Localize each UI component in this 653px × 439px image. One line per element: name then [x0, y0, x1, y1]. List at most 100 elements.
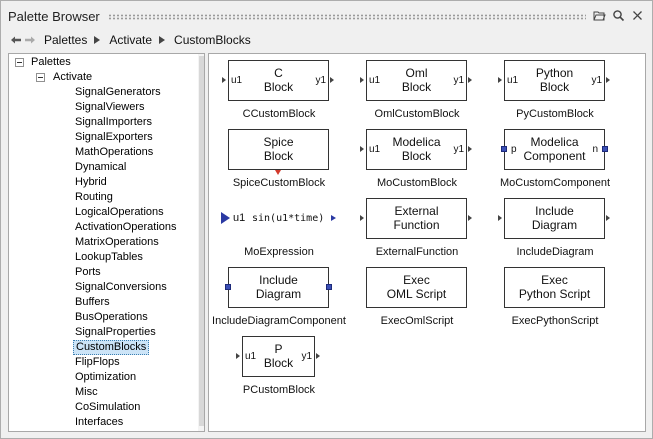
block-subtitle: Diagram	[531, 218, 578, 232]
block-label: OmlCustomBlock	[374, 108, 460, 120]
block-subtitle: Block	[263, 149, 294, 163]
tree-item-signalexporters[interactable]: SignalExporters	[75, 131, 153, 143]
output-arrow-icon	[468, 77, 472, 83]
tree-item-interfaces[interactable]: Interfaces	[75, 416, 124, 428]
output-port-label: y1	[301, 351, 312, 362]
output-port-label: y1	[453, 144, 464, 155]
connector-square-icon	[225, 284, 231, 290]
input-port-label: u1	[369, 144, 381, 155]
tree-node-label: Activate	[53, 71, 93, 83]
tree-item-customblocks[interactable]: CustomBlocks	[73, 340, 150, 355]
tree-item-signalproperties[interactable]: SignalProperties	[75, 326, 156, 338]
block-label: IncludeDiagramComponent	[212, 315, 346, 327]
tree-item-mathoperations[interactable]: MathOperations	[75, 146, 154, 158]
output-port-label: y1	[453, 75, 464, 86]
block-subtitle: Block	[539, 80, 570, 94]
tree-item-signalviewers[interactable]: SignalViewers	[75, 101, 145, 113]
tree-item-routing[interactable]: Routing	[75, 191, 113, 203]
search-icon[interactable]	[612, 9, 625, 22]
output-port-label: y1	[591, 75, 602, 86]
tree-item-flipflops[interactable]: FlipFlops	[75, 356, 120, 368]
tree-item-dynamical[interactable]: Dynamical	[75, 161, 127, 173]
block-label: ExecPythonScript	[511, 315, 599, 327]
titlebar-icons	[593, 9, 644, 22]
block-label: ExternalFunction	[375, 246, 459, 258]
expression-text: sin(u1*time)	[252, 213, 325, 224]
output-arrow-icon	[316, 353, 320, 359]
connector-square-icon	[501, 146, 507, 152]
tree-item-misc[interactable]: Misc	[75, 386, 98, 398]
close-icon[interactable]	[631, 9, 644, 22]
block-subtitle: Block	[263, 80, 294, 94]
breadcrumb-activate[interactable]: Activate	[109, 33, 153, 47]
tree-item-ports[interactable]: Ports	[75, 266, 101, 278]
breadcrumb-customblocks[interactable]: CustomBlocks	[174, 33, 251, 47]
output-arrow-icon	[606, 215, 610, 221]
window-title: Palette Browser	[8, 9, 100, 24]
output-triangle-icon	[331, 215, 336, 221]
event-port-icon	[275, 170, 281, 175]
tree-item-hybrid[interactable]: Hybrid	[75, 176, 107, 188]
tree-node-label: Palettes	[31, 56, 71, 68]
tree-item-signalgenerators[interactable]: SignalGenerators	[75, 86, 161, 98]
tree-item-signalconversions[interactable]: SignalConversions	[75, 281, 167, 293]
output-arrow-icon	[330, 77, 334, 83]
folder-open-icon[interactable]	[593, 9, 606, 22]
output-arrow-icon	[606, 77, 610, 83]
input-triangle-icon	[221, 212, 230, 224]
chevron-right-icon	[93, 35, 101, 45]
tree-item-cosimulation[interactable]: CoSimulation	[75, 401, 141, 413]
tree-scrollbar[interactable]	[198, 54, 204, 431]
block-subtitle: Block	[263, 356, 294, 370]
block-subtitle: OML Script	[386, 287, 447, 301]
input-port-label: p	[511, 144, 517, 155]
tree-item-lookuptables[interactable]: LookupTables	[75, 251, 143, 263]
input-port-label: u1	[245, 351, 257, 362]
block-label: PCustomBlock	[242, 384, 316, 396]
breadcrumb-palettes[interactable]: Palettes	[44, 33, 88, 47]
block-title: Exec	[541, 273, 568, 287]
scrollbar-thumb[interactable]	[199, 56, 204, 426]
block-label: ExecOmlScript	[380, 315, 454, 327]
block-title: Include	[535, 204, 574, 218]
tree-item-busoperations[interactable]: BusOperations	[75, 311, 148, 323]
input-port-label: u1	[369, 75, 381, 86]
input-arrow-icon	[498, 77, 502, 83]
collapse-icon[interactable]	[36, 73, 45, 82]
drag-grip[interactable]	[108, 14, 586, 20]
tree-item-optimization[interactable]: Optimization	[75, 371, 137, 383]
block-label: MoCustomBlock	[376, 177, 458, 189]
connector-square-icon	[602, 146, 608, 152]
block-label: MoExpression	[244, 246, 314, 258]
back-arrow-icon[interactable]	[10, 34, 22, 46]
tree-item-activationoperations[interactable]: ActivationOperations	[75, 221, 177, 233]
tree-item-matrixoperations[interactable]: MatrixOperations	[75, 236, 159, 248]
block-title: Include	[259, 273, 298, 287]
tree-item-signalimporters[interactable]: SignalImporters	[75, 116, 153, 128]
title-bar: Palette Browser	[1, 1, 652, 29]
tree-item-logicaloperations[interactable]: LogicalOperations	[75, 206, 164, 218]
block-subtitle: Diagram	[255, 287, 302, 301]
block-title: Modelica	[392, 135, 441, 149]
tree-item-buffers[interactable]: Buffers	[75, 296, 110, 308]
block-label: SpiceCustomBlock	[232, 177, 326, 189]
forward-arrow-icon[interactable]	[24, 34, 36, 46]
collapse-icon[interactable]	[15, 58, 24, 67]
output-arrow-icon	[468, 146, 472, 152]
input-arrow-icon	[236, 353, 240, 359]
block-title: Modelica	[530, 135, 579, 149]
